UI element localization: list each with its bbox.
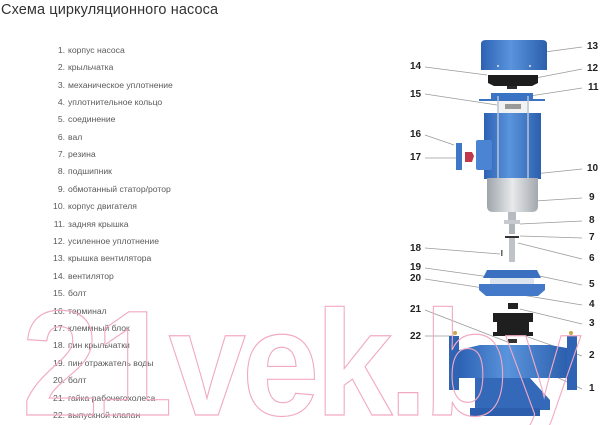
legend-item: 17.клеммный блок xyxy=(53,323,130,333)
legend-item: 12.усиленное уплотнение xyxy=(53,236,159,246)
page-title: Схема циркуляционного насоса xyxy=(1,2,219,18)
callout-12: 12 xyxy=(587,63,599,74)
legend-item: 4.уплотнительное кольцо xyxy=(57,97,163,107)
legend-item: 14.вентилятор xyxy=(53,271,114,281)
callout-17: 17 xyxy=(410,152,422,163)
legend-item: 13.крышка вентилятора xyxy=(53,253,152,263)
legend-item: 16.терминал xyxy=(53,306,107,316)
callout-10: 10 xyxy=(587,163,599,174)
callout-19: 19 xyxy=(410,262,422,273)
callout-2: 2 xyxy=(589,350,595,361)
callout-15: 15 xyxy=(410,89,422,100)
callout-9: 9 xyxy=(589,192,595,203)
legend-item: 22.выпускной клапан xyxy=(53,410,141,420)
callout-11: 11 xyxy=(588,82,599,93)
callout-7: 7 xyxy=(589,232,595,243)
callout-3: 3 xyxy=(589,318,595,329)
legend-item: 9.обмотанный статор/ротор xyxy=(57,184,171,194)
legend-item: 5.соединение xyxy=(57,114,116,124)
callout-21: 21 xyxy=(410,304,422,315)
callout-13: 13 xyxy=(587,41,599,52)
callout-4: 4 xyxy=(589,299,595,310)
legend-item: 8.подшипник xyxy=(57,166,112,176)
callout-18: 18 xyxy=(410,243,422,254)
legend-item: 15.болт xyxy=(53,288,87,298)
legend-item: 10.корпус двигателя xyxy=(53,201,137,211)
legend-item: 18.пин крыльчатки xyxy=(53,340,130,350)
legend-item: 2.крыльчатка xyxy=(57,62,114,72)
legend-item: 19.пин отражатель воды xyxy=(53,358,154,368)
callout-1: 1 xyxy=(589,383,595,394)
callout-22: 22 xyxy=(410,331,422,342)
callout-14: 14 xyxy=(410,61,422,72)
callout-6: 6 xyxy=(589,253,595,264)
callout-8: 8 xyxy=(589,215,595,226)
callout-16: 16 xyxy=(410,129,422,140)
legend-item: 1.корпус насоса xyxy=(57,45,125,55)
legend-item: 7.резина xyxy=(57,149,96,159)
callout-20: 20 xyxy=(410,273,422,284)
legend-item: 3.механическое уплотнение xyxy=(57,80,173,90)
callout-5: 5 xyxy=(589,279,595,290)
legend-item: 20.болт xyxy=(53,375,87,385)
legend-item: 6.вал xyxy=(57,132,83,142)
legend-item: 11.задняя крышка xyxy=(53,219,129,229)
legend-item: 21.гайка рабочегохолеса xyxy=(53,393,156,403)
